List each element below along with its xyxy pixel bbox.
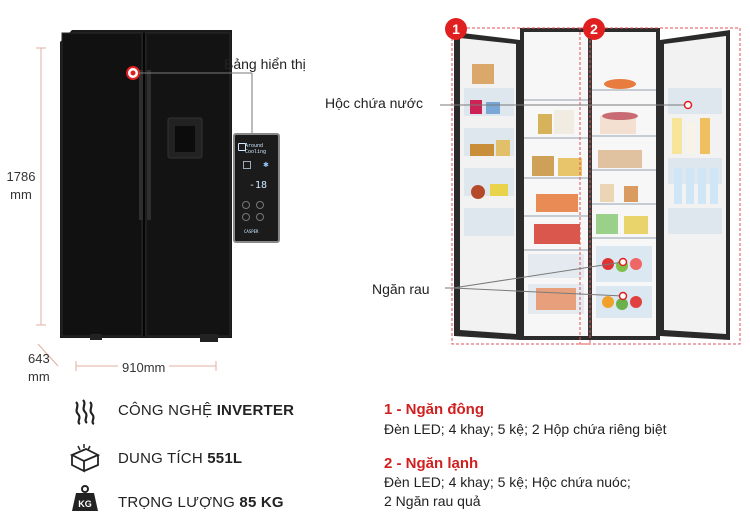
capacity-icon	[69, 444, 101, 473]
section-fridge-line: Đèn LED; 4 khay; 5 kệ; Hộc chứa nuóc;	[384, 474, 631, 490]
feature-weight: TRỌNG LƯỢNG 85 KG	[118, 494, 284, 511]
panel-mode-icon	[238, 143, 246, 151]
section-freezer-line: Đèn LED; 4 khay; 5 kệ; 2 Hộp chứa riêng …	[384, 421, 667, 437]
section-fridge-line: 2 Ngăn rau quả	[384, 493, 481, 509]
section-fridge-title: 2 - Ngăn lạnh	[384, 455, 479, 472]
height-dimension-label: 1786 mm	[6, 169, 36, 202]
feature-inverter: CÔNG NGHỆ INVERTER	[118, 402, 295, 419]
vegetable-drawer-leader	[445, 257, 628, 301]
feature-capacity: DUNG TÍCH 551L	[118, 450, 243, 467]
section-fridge: 2 - Ngăn lạnh Đèn LED; 4 khay; 5 kệ; Hộc…	[384, 455, 744, 511]
fridge-front-illustration	[36, 30, 253, 371]
badge-freezer: 1	[445, 18, 467, 40]
depth-dimension-label: 643 mm	[28, 351, 50, 384]
lock-icon	[243, 161, 251, 169]
inverter-icon	[75, 399, 95, 425]
snowflake-icon: ✱	[263, 162, 269, 169]
callout-vegetable-drawer: Ngăn rau	[372, 281, 430, 297]
weight-icon: KG	[72, 485, 98, 511]
water-box-leader	[440, 100, 693, 110]
panel-temperature: -18	[249, 180, 268, 191]
section-freezer-title: 1 - Ngăn đông	[384, 401, 484, 418]
svg-text:KG: KG	[78, 499, 92, 509]
panel-brand: CASPER	[244, 229, 259, 234]
fridge-open-illustration	[451, 27, 741, 345]
callout-water-box: Hộc chứa nước	[325, 95, 423, 111]
badge-fridge: 2	[583, 18, 605, 40]
panel-buttons	[242, 201, 272, 225]
callout-display-panel: Bảng hiển thị	[224, 56, 306, 72]
width-dimension-label: 910mm	[118, 360, 170, 375]
section-freezer: 1 - Ngăn đông Đèn LED; 4 khay; 5 kệ; 2 H…	[384, 401, 744, 439]
